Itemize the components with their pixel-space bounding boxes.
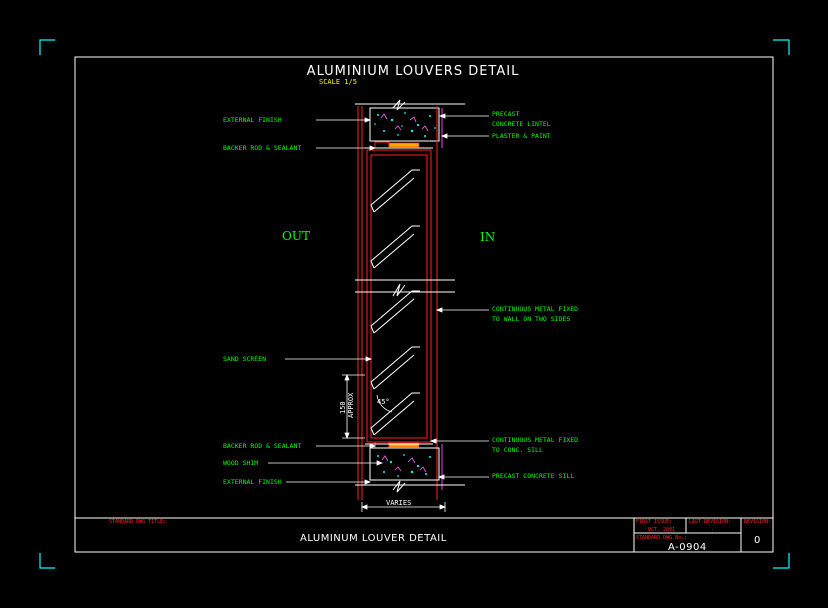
tb-standard-title-label: STANDARD DWG TITLE: — [109, 519, 166, 525]
tb-revision-label: REVISION: — [744, 519, 771, 525]
label-precast-sill: PRECAST CONCRETE SILL — [492, 472, 574, 480]
louver-blades-upper — [370, 169, 420, 269]
tb-first-issue-label: FIRST ISSUE: — [636, 519, 672, 525]
label-external-finish-bottom: EXTERNAL FINISH — [223, 478, 282, 486]
side-out-label: OUT — [282, 229, 310, 243]
middle-break — [355, 279, 455, 297]
width-dimension — [360, 502, 447, 512]
lintel-hatch — [374, 112, 436, 137]
tb-standard-dwg-label: STANDARD DWG No.: — [636, 535, 687, 541]
label-backer-rod-bottom: BACKER ROD & SEALANT — [223, 442, 301, 450]
title-block — [75, 517, 773, 552]
louver-section: 45° VARIES — [339, 99, 465, 512]
louver-blades-lower — [370, 290, 420, 436]
sealant-bottom — [388, 442, 420, 448]
drawing-title: ALUMINIUM LOUVERS DETAIL — [307, 64, 520, 79]
break-symbol-top — [392, 99, 406, 111]
corner-mark-top-right — [773, 39, 790, 55]
tb-first-issue-value: OCT. 2001 — [648, 527, 675, 533]
lintel-aggregate — [380, 113, 429, 132]
label-external-finish-top: EXTERNAL FINISH — [223, 116, 282, 124]
height-dimension — [342, 373, 365, 440]
height-dimension-value: 150 — [339, 401, 347, 414]
label-wood-shim: WOOD SHIM — [223, 459, 258, 467]
tb-drawing-number: A-0904 — [668, 542, 707, 553]
tb-revision-value: 0 — [754, 535, 761, 546]
width-dimension-label: VARIES — [386, 499, 411, 507]
backer-rod-top — [374, 141, 390, 149]
sill-aggregate — [381, 455, 427, 473]
height-dimension-note: APPROX — [347, 392, 355, 418]
break-symbol-bottom — [392, 480, 406, 493]
angle-label: 45° — [377, 398, 390, 406]
label-precast-1: PRECAST — [492, 110, 519, 118]
corner-mark-bottom-right — [773, 553, 790, 569]
tb-last-revision-label: LAST REVISION: — [689, 519, 731, 525]
corner-marks — [39, 39, 790, 569]
backer-rod-bottom — [374, 441, 390, 449]
label-metal-sill-2: TO CONC. SILL — [492, 446, 543, 454]
tb-last-revision-value: - — [711, 527, 714, 533]
label-sand-screen: SAND SCREEN — [223, 355, 266, 363]
angle-arc — [376, 394, 393, 413]
corner-mark-top-left — [39, 39, 55, 55]
label-metal-wall-1: CONTINUOUS METAL FIXED — [492, 305, 578, 313]
label-plaster-paint: PLASTER & PAINT — [492, 132, 551, 140]
label-backer-rod-top: BACKER ROD & SEALANT — [223, 144, 301, 152]
side-in-label: IN — [480, 230, 495, 244]
drawing-scale: SCALE 1/5 — [319, 78, 357, 86]
tb-sheet-title: ALUMINUM LOUVER DETAIL — [300, 533, 447, 544]
precast-sill — [369, 447, 440, 481]
label-metal-wall-2: TO WALL ON TWO SIDES — [492, 315, 570, 323]
label-metal-sill-1: CONTINUOUS METAL FIXED — [492, 436, 578, 444]
sealant-top — [388, 142, 420, 148]
corner-mark-bottom-left — [39, 553, 55, 569]
precast-lintel — [369, 107, 440, 142]
louver-frame — [357, 106, 438, 500]
sill-hatch — [377, 454, 431, 477]
label-precast-2: CONCRETE LINTEL — [492, 120, 551, 128]
sheet-border — [74, 56, 774, 553]
leader-lines — [268, 113, 489, 485]
